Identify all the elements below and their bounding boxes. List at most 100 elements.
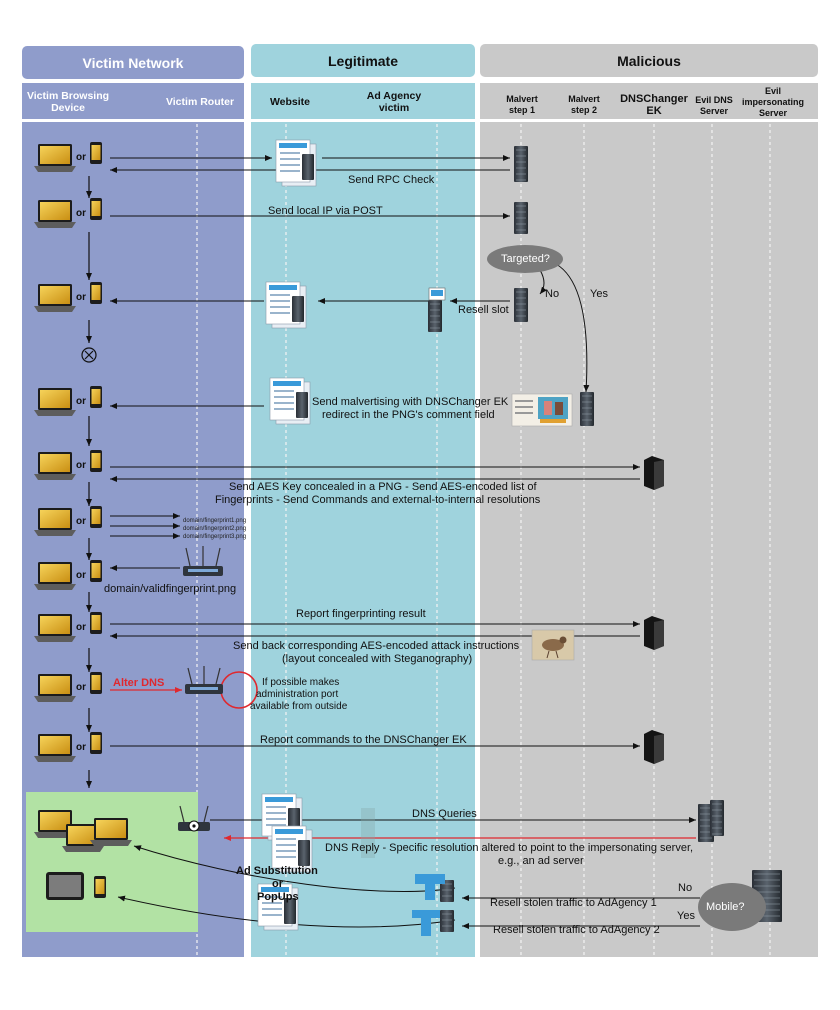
msg-send-back-line1: Send back corresponding AES-encoded atta… bbox=[233, 640, 520, 652]
col-malvert-step-2: Malvert step 2 bbox=[568, 94, 600, 115]
msg-yes: Yes bbox=[590, 288, 608, 300]
legitimate-subheader-bg bbox=[251, 83, 475, 119]
evil-dns-server-icon bbox=[710, 800, 724, 836]
col-evil-dns-server: Evil DNS Server bbox=[695, 95, 733, 116]
msg-mobile: Mobile? bbox=[706, 901, 745, 913]
msg-admin-port-line2: administration port bbox=[256, 689, 339, 700]
msg-valid-fingerprint: domain/validfingerprint.png bbox=[104, 583, 237, 595]
malvert-step2-server-icon bbox=[580, 392, 594, 426]
phone-icon bbox=[90, 198, 102, 220]
msg-admin-port-line1: If possible makes bbox=[262, 677, 340, 688]
or-label: or bbox=[76, 742, 86, 753]
msg-dns-queries: DNS Queries bbox=[412, 808, 477, 820]
malvertising-png-image bbox=[511, 393, 573, 427]
laptop-icon bbox=[34, 200, 76, 228]
msg-mobile-no: No bbox=[678, 882, 693, 894]
phone-icon bbox=[94, 876, 106, 898]
phone-icon bbox=[90, 560, 102, 582]
col-victim-browsing-device: Victim Browsing Device bbox=[26, 90, 110, 114]
laptop-icon bbox=[34, 562, 76, 590]
msg-send-local-ip: Send local IP via POST bbox=[268, 205, 383, 217]
phone-icon bbox=[90, 450, 102, 472]
msg-dns-reply-line1: DNS Reply - Specific resolution altered … bbox=[325, 842, 694, 854]
ad-agency-1-icon bbox=[415, 874, 445, 900]
or-label: or bbox=[76, 396, 86, 407]
blocked-icon bbox=[81, 347, 97, 363]
ad-agency-server-icon bbox=[428, 300, 442, 332]
header-victim-network: Victim Network bbox=[22, 46, 244, 79]
msg-fingerprint-3: domain/fingerprint3.png bbox=[183, 534, 247, 540]
malvert-step1-server-icon bbox=[514, 202, 528, 234]
or-label: or bbox=[76, 292, 86, 303]
msg-ad-substitution-line1: Ad Substitution bbox=[236, 865, 318, 877]
servers bbox=[428, 146, 782, 932]
header-malicious: Malicious bbox=[480, 44, 818, 77]
phone-icon bbox=[90, 732, 102, 754]
col-victim-router: Victim Router bbox=[165, 96, 235, 108]
msg-send-malvertising-line1: Send malvertising with DNSChanger EK bbox=[312, 396, 509, 408]
msg-fingerprint-1: domain/fingerprint1.png bbox=[183, 518, 247, 524]
laptop-icon bbox=[34, 284, 76, 312]
msg-send-rpc-check: Send RPC Check bbox=[348, 174, 435, 186]
laptop-icon bbox=[34, 734, 76, 762]
victim-subheader-bg bbox=[22, 83, 244, 119]
msg-dns-reply-line2: e.g., an ad server bbox=[498, 855, 584, 867]
laptop-icon bbox=[34, 674, 76, 702]
msg-send-aes-line1: Send AES Key concealed in a PNG - Send A… bbox=[229, 481, 537, 493]
or-label: or bbox=[76, 570, 86, 581]
phone-icon bbox=[90, 282, 102, 304]
msg-report-fingerprinting: Report fingerprinting result bbox=[296, 608, 426, 620]
steganography-bird-image bbox=[531, 629, 575, 661]
faded-server-shadow bbox=[361, 808, 375, 858]
malvert-step1-server-icon bbox=[514, 288, 528, 322]
ad-agency-2-icon bbox=[412, 910, 440, 936]
col-dnschanger-ek: DNSChanger EK bbox=[620, 93, 688, 117]
msg-ad-substitution-line2: or bbox=[272, 878, 283, 890]
website-page-icon bbox=[265, 281, 307, 329]
mobile-decision-ellipse bbox=[698, 883, 766, 931]
laptop-icon bbox=[34, 810, 76, 838]
compromised-router-icon bbox=[178, 805, 210, 832]
phone-icon bbox=[90, 612, 102, 634]
ad-agency-server-icon bbox=[440, 910, 454, 932]
msg-ad-substitution-line3: PopUps bbox=[257, 891, 299, 903]
targeted-decision-ellipse bbox=[487, 245, 563, 273]
laptop-icon bbox=[34, 508, 76, 536]
dnschanger-ek-server-icon bbox=[644, 730, 664, 764]
or-label: or bbox=[76, 682, 86, 693]
msg-mobile-yes: Yes bbox=[677, 910, 695, 922]
msg-fingerprint-2: domain/fingerprint2.png bbox=[183, 526, 247, 532]
header-legitimate: Legitimate bbox=[251, 44, 475, 77]
website-page-icon bbox=[271, 825, 313, 873]
col-website: Website bbox=[269, 96, 311, 108]
phone-icon bbox=[90, 386, 102, 408]
laptop-icon bbox=[34, 144, 76, 172]
phone-icon bbox=[90, 506, 102, 528]
col-evil-impersonating-server: Evil impersonating Server bbox=[741, 86, 804, 118]
col-ad-agency-victim: Ad Agency victim bbox=[366, 90, 422, 114]
msg-resell-traffic-1: Resell stolen traffic to AdAgency 1 bbox=[490, 897, 657, 909]
website-page-icon bbox=[269, 377, 311, 425]
phone-icon bbox=[90, 672, 102, 694]
malicious-subheader-bg bbox=[480, 83, 818, 119]
dnschanger-ek-server-icon bbox=[644, 456, 664, 490]
router-icon bbox=[183, 546, 223, 576]
laptop-icon bbox=[34, 614, 76, 642]
msg-alter-dns: Alter DNS bbox=[113, 677, 165, 689]
router-icon bbox=[185, 666, 223, 694]
or-label: or bbox=[76, 460, 86, 471]
msg-resell-traffic-2: Resell stolen traffic to AdAgency 2 bbox=[493, 924, 660, 936]
msg-send-aes-line2: Fingerprints - Send Commands and externa… bbox=[215, 494, 541, 506]
msg-no: No bbox=[545, 288, 560, 300]
webpages bbox=[257, 139, 317, 931]
msg-send-malvertising-line2: redirect in the PNG's comment field bbox=[322, 409, 495, 421]
ad-agency-icon bbox=[428, 287, 446, 301]
dnschanger-ek-server-icon bbox=[644, 616, 664, 650]
or-label: or bbox=[76, 622, 86, 633]
or-label: or bbox=[76, 208, 86, 219]
phone-icon bbox=[90, 142, 102, 164]
victim-devices bbox=[34, 142, 132, 900]
website-page-icon bbox=[275, 139, 317, 187]
